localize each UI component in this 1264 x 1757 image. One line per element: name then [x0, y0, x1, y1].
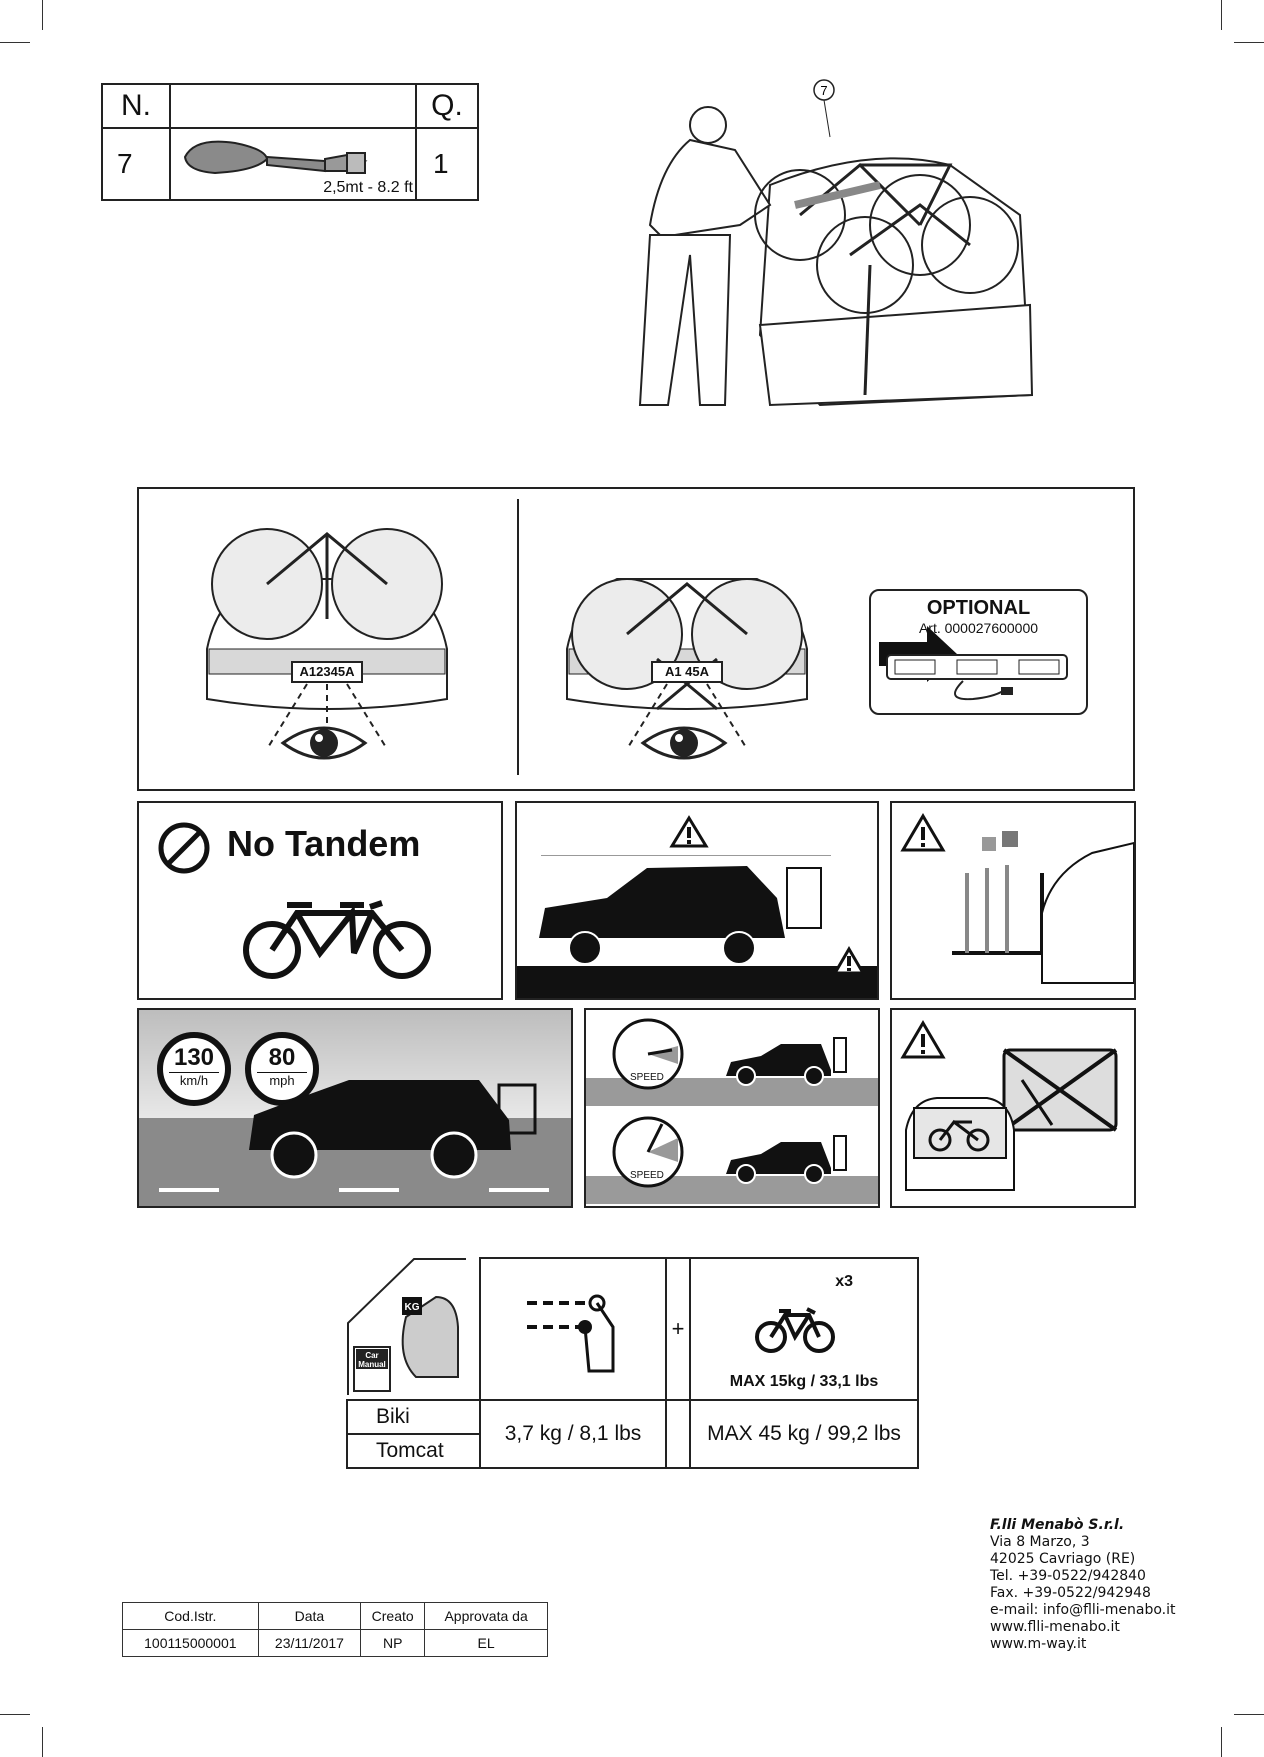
installation-illustration: 7	[620, 75, 1040, 445]
rack-with-bikes-illustration	[892, 813, 1134, 993]
optional-box: OPTIONAL Art. 000027600000	[869, 589, 1088, 715]
rack-weight-icon-cell	[480, 1258, 666, 1400]
max-per-bike: MAX 15kg / 33,1 lbs	[691, 1373, 917, 1391]
car-with-rack-illustration	[139, 1010, 571, 1206]
parts-header-number: N.	[102, 84, 170, 128]
strap-length: 2,5mt - 8.2 ft	[323, 179, 413, 197]
crop-mark	[42, 1727, 43, 1757]
crop-mark	[1221, 1727, 1222, 1757]
warning-icon	[669, 815, 709, 849]
visibility-panel: A12345A A1 45A OPTIONAL Art. 00002760000…	[137, 487, 1135, 791]
parts-table: N. Q. 7 2,5mt - 8.2 ft 1	[101, 83, 479, 201]
company-address: F.lli Menabò S.r.l. Via 8 Marzo, 3 42025…	[990, 1517, 1175, 1653]
crop-mark	[1221, 0, 1222, 30]
max-total-load: MAX 45 kg / 99,2 lbs	[690, 1400, 918, 1468]
address-line: www.flli-menabo.it	[990, 1619, 1175, 1636]
speed-limit-panel: 130 km/h 80 mph	[137, 1008, 573, 1208]
bike-rack-icon	[517, 1279, 617, 1379]
header-date: Data	[258, 1603, 360, 1630]
light-bar-icon	[883, 651, 1073, 711]
callout-number: 7	[820, 83, 827, 98]
address-line: Tel. +39-0522/942840	[990, 1568, 1175, 1585]
parts-header-quantity: Q.	[416, 84, 478, 128]
document-info-table: Cod.Istr. Data Creato Approvata da 10011…	[122, 1602, 548, 1657]
crop-mark	[42, 0, 43, 30]
warning-icon	[832, 946, 866, 976]
company-name: F.lli Menabò S.r.l.	[990, 1517, 1175, 1534]
bike-icon	[755, 1305, 835, 1355]
eye-icon	[639, 721, 729, 765]
parts-quantity: 1	[416, 128, 478, 200]
header-code: Cod.Istr.	[123, 1603, 259, 1630]
multiplier: x3	[835, 1273, 853, 1291]
value-code: 100115000001	[123, 1630, 259, 1657]
address-line: e-mail: info@flli-menabo.it	[990, 1602, 1175, 1619]
crop-mark	[1234, 42, 1264, 43]
no-tandem-title: No Tandem	[227, 823, 420, 865]
plus-cell: +	[666, 1258, 690, 1400]
value-date: 23/11/2017	[258, 1630, 360, 1657]
license-plate-obscured: A1 45A	[651, 661, 723, 683]
crop-mark	[0, 1714, 30, 1715]
value-created: NP	[361, 1630, 425, 1657]
load-table-corner-cell	[347, 1258, 480, 1400]
crop-mark	[0, 42, 30, 43]
optional-article: Art. 000027600000	[871, 620, 1086, 636]
model-biki: Biki	[347, 1400, 480, 1434]
strap-cell: 2,5mt - 8.2 ft	[170, 128, 416, 200]
header-approved: Approvata da	[425, 1603, 548, 1630]
rack-weight-panel	[890, 801, 1136, 1000]
bike-capacity-cell: x3 MAX 15kg / 33,1 lbs	[690, 1258, 918, 1400]
eye-icon	[279, 721, 369, 765]
header-created: Creato	[361, 1603, 425, 1630]
value-approved: EL	[425, 1630, 548, 1657]
address-line: www.m-way.it	[990, 1636, 1175, 1653]
crop-mark	[1234, 1714, 1264, 1715]
speed-gauge-high	[586, 1108, 878, 1204]
vehicle-length-panel	[515, 801, 879, 1000]
load-table: + x3 MAX 15kg / 33,1 lbs Biki 3,7 kg / 8…	[346, 1257, 919, 1469]
rack-weight: 3,7 kg / 8,1 lbs	[480, 1400, 666, 1468]
speed-gauge-low	[586, 1010, 878, 1106]
address-line: 42025 Cavriago (RE)	[990, 1551, 1175, 1568]
no-tandem-panel: No Tandem	[137, 801, 503, 1000]
parts-number: 7	[102, 128, 170, 200]
optional-title: OPTIONAL	[871, 597, 1086, 620]
speed-gauge-panel: SPEED SPEED	[584, 1008, 880, 1208]
parts-header-item	[170, 84, 416, 128]
plus-spacer	[666, 1400, 690, 1468]
wiper-prohibited-illustration	[892, 1010, 1134, 1206]
speed-label: SPEED	[630, 1072, 664, 1083]
tandem-bike-icon	[242, 895, 432, 985]
rear-wiper-panel	[890, 1008, 1136, 1208]
license-plate: A12345A	[291, 661, 363, 683]
prohibited-icon	[157, 821, 211, 875]
suv-silhouette	[517, 848, 877, 998]
panel-divider	[517, 499, 519, 775]
address-line: Fax. +39-0522/942948	[990, 1585, 1175, 1602]
model-tomcat: Tomcat	[347, 1434, 480, 1468]
speed-label: SPEED	[630, 1170, 664, 1181]
address-line: Via 8 Marzo, 3	[990, 1534, 1175, 1551]
